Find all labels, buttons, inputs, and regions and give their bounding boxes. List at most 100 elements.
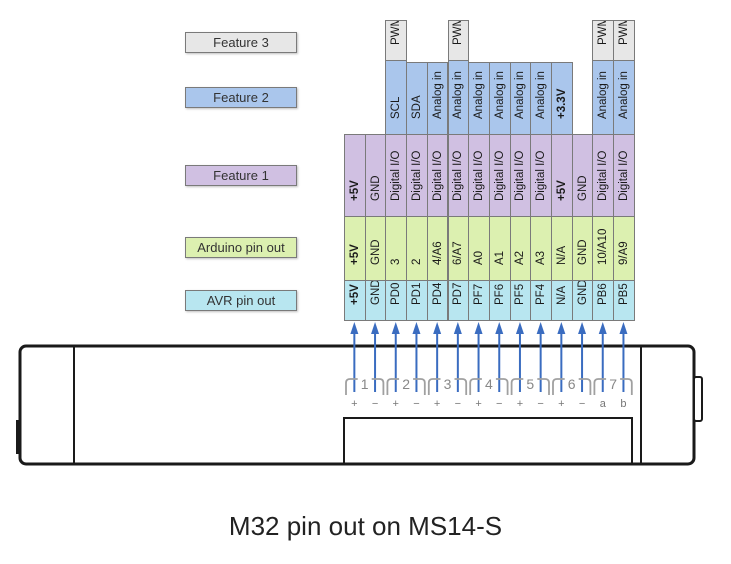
pin-9-avr-label: PF5 [514,283,527,305]
pin-10-arduino-cell: A3 [530,216,552,281]
pin-4-arduino-label: 2 [410,258,423,265]
pin-10-arduino-label: A3 [535,250,548,265]
group-1-sign-1: + [351,398,357,410]
pin-9-arduino-cell: A2 [509,216,532,281]
device-right-button [693,376,703,422]
device-left-tab [16,420,21,454]
group-6-bracket [552,378,592,395]
pin-13-avr-label: PB6 [597,283,610,305]
pin-arrows [350,322,628,392]
pin-4-avr-label: PD1 [410,282,423,305]
pin-8-feature2-cell: Analog in [488,62,511,135]
legend-feature-1: Feature 1 [185,165,297,186]
group-7-number: 7 [609,376,617,392]
pin-7-avr-cell: PF7 [468,280,490,321]
group-5-sign-2: − [537,398,543,410]
pin-10-feature1-label: Digital I/O [535,150,548,202]
pin-6-feature1-cell: Digital I/O [447,134,470,217]
pin-8-arduino-cell: A1 [488,216,511,281]
legend-feature-3: Feature 3 [185,32,297,53]
pin-3-avr-cell: PD0 [385,280,408,321]
pin-8-feature1-cell: Digital I/O [488,134,511,217]
pin-1-feature1-cell: +5V [344,134,366,217]
group-4-bracket [469,378,509,395]
pin-2-feature1-label: GND [369,175,382,201]
pin-13-feature3-cell: PWM [592,20,615,61]
pin-9-arduino-label: A2 [514,250,527,265]
pin-6-avr-cell: PD7 [447,280,470,321]
pin-7-feature1-cell: Digital I/O [468,134,490,217]
group-3-number: 3 [444,376,452,392]
pin-12-feature1-cell: GND [571,134,594,217]
legend-feature-2: Feature 2 [185,87,297,108]
pin-5-feature1-cell: Digital I/O [426,134,449,217]
pin-4-avr-cell: PD1 [406,280,428,321]
pin-10-feature2-label: Analog in [535,71,548,119]
group-7-bracket [593,378,633,395]
pin-6-feature3-cell: PWM [447,20,470,61]
pin-14-feature3-cell: PWM [613,20,635,61]
group-4-sign-1: + [475,398,481,410]
group-4-sign-2: − [496,398,502,410]
pin-6-arrow-head [453,322,462,334]
pin-3-feature3-cell: PWM [385,20,408,61]
diagram-caption: M32 pin out on MS14-S [228,511,503,541]
group-3-sign-1: + [434,398,440,410]
pin-12-feature1-label: GND [576,175,589,201]
pin-4-feature2-label: SDA [410,95,423,119]
group-2-sign-2: − [413,398,419,410]
pin-12-arduino-label: GND [576,239,589,265]
pin-9-feature1-label: Digital I/O [514,150,527,202]
pin-5-feature1-label: Digital I/O [431,150,444,202]
pin-4-arrow-head [412,322,421,334]
pin-1-arduino-label: +5V [348,244,361,265]
pin-10-avr-label: PF4 [535,283,548,305]
pin-8-arrow-head [495,322,504,334]
pin-14-avr-label: PB5 [617,283,630,305]
pin-9-feature1-cell: Digital I/O [509,134,532,217]
pin-13-arduino-cell: 10/A10 [592,216,615,281]
pin-7-arduino-cell: A0 [468,216,490,281]
pin-2-arrow-head [371,322,380,334]
group-3-sign-2: − [455,398,461,410]
pin-5-avr-label: PD4 [431,282,444,305]
pin-6-avr-label: PD7 [452,282,465,305]
pin-7-arduino-label: A0 [473,250,486,265]
pin-9-feature2-label: Analog in [514,71,527,119]
pin-5-arduino-label: 4/A6 [431,241,444,265]
group-5-sign-1: + [517,398,523,410]
legend-avr: AVR pin out [185,290,297,311]
pin-13-avr-cell: PB6 [592,280,615,321]
pin-2-avr-cell: GND [364,280,387,321]
pin-4-feature1-label: Digital I/O [410,150,423,202]
pin-10-arrow-head [536,322,545,334]
group-3-bracket [427,378,468,395]
group-7-sign-2: b [620,398,626,410]
pin-14-arduino-label: 9/A9 [617,241,630,265]
pin-2-arduino-label: GND [369,239,382,265]
pin-9-avr-cell: PF5 [509,280,532,321]
pin-9-arrow-head [515,322,524,334]
pin-1-feature1-label: +5V [348,180,361,201]
pin-5-arduino-cell: 4/A6 [426,216,449,281]
group-2-bracket [386,378,426,395]
legend-arduino: Arduino pin out [185,237,297,258]
pin-11-feature2-cell: +3.3V [551,62,573,135]
pin-12-avr-cell: GND [571,280,594,321]
pin-8-avr-label: PF6 [493,283,506,305]
pin-5-feature2-label: Analog in [431,71,444,119]
pin-1-avr-label: +5V [348,284,361,305]
pin-3-arduino-label: 3 [390,258,403,265]
pin-11-arduino-label: N/A [555,245,568,265]
group-6-sign-2: − [579,398,585,410]
pin-1-arduino-cell: +5V [344,216,366,281]
pin-1-avr-cell: +5V [344,280,366,321]
pin-4-arduino-cell: 2 [406,216,428,281]
pin-5-arrow-head [433,322,442,334]
pin-7-feature2-label: Analog in [473,71,486,119]
pin-14-feature1-label: Digital I/O [617,150,630,202]
pin-4-feature1-cell: Digital I/O [406,134,428,217]
pin-6-arduino-cell: 6/A7 [447,216,470,281]
group-1-sign-2: − [372,398,378,410]
